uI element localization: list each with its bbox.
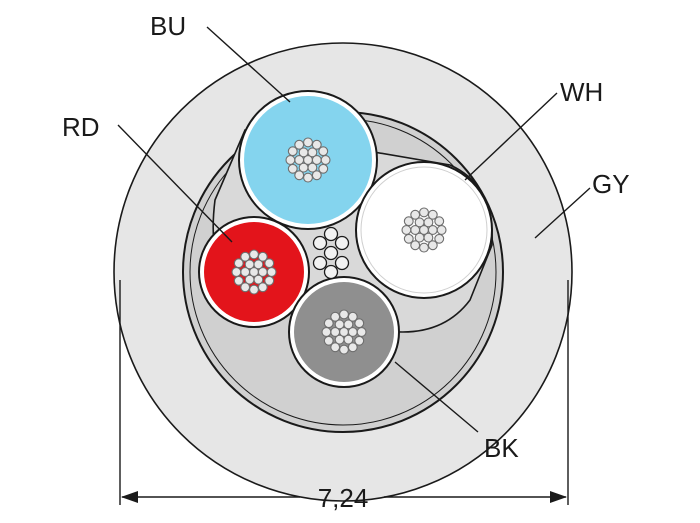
blue-core (238, 90, 378, 230)
drain-strand (323, 245, 339, 261)
conductor-strand (427, 240, 438, 251)
dimension-arrow-right (550, 491, 567, 503)
conductor-strand (287, 146, 298, 157)
conductor-strand (343, 319, 354, 330)
conductor-strand (285, 155, 296, 165)
conductor-strand (311, 170, 322, 181)
label-gy: GY (592, 169, 630, 199)
conductor-strand (240, 282, 251, 293)
dimension-arrow-left (121, 491, 138, 503)
leader-wh (464, 92, 558, 181)
conductor-strand (436, 225, 447, 235)
conductor-strand (233, 258, 244, 269)
conductor-strand (347, 342, 358, 353)
conductor-strand (334, 334, 345, 345)
label-wh: WH (560, 77, 603, 107)
conductor-strand (419, 242, 429, 253)
conductor-strand (233, 275, 244, 286)
conductor-strand (347, 311, 358, 322)
label-rd: RD (62, 112, 100, 142)
conductor-strand (303, 137, 313, 148)
conductor-strand (403, 233, 414, 244)
drain-strand (312, 235, 328, 251)
conductor-strand (318, 146, 329, 157)
leader-gy (534, 187, 591, 239)
conductor-strand (356, 327, 367, 337)
leader-rd (117, 124, 233, 243)
conductor-strand (257, 282, 268, 293)
conductor-strand (401, 225, 412, 235)
leader-bu (206, 26, 291, 103)
blue-core-strands (285, 137, 331, 183)
conductor-strand (419, 207, 429, 218)
red-core-strands (231, 249, 277, 295)
conductor-strand (410, 209, 421, 220)
conductor-strand (403, 216, 414, 227)
conductor-strand (323, 318, 334, 329)
conductor-strand (264, 275, 275, 286)
conductor-strand (410, 240, 421, 251)
dimension-value: 7,24 (318, 483, 369, 513)
conductor-strand (330, 311, 341, 322)
conductor-strand (339, 309, 349, 320)
conductor-strand (427, 209, 438, 220)
conductor-strand (434, 216, 445, 227)
drain-strand (334, 255, 350, 271)
label-bu: BU (150, 11, 186, 41)
conductor-strand (339, 344, 349, 355)
label-bk: BK (484, 433, 519, 463)
conductor-strand (240, 251, 251, 262)
conductor-strand (321, 327, 332, 337)
black-core (288, 276, 400, 388)
conductor-strand (311, 139, 322, 150)
conductor-strand (294, 139, 305, 150)
drain-strand (323, 226, 339, 242)
conductor-strand (320, 155, 331, 165)
conductor-strand (354, 318, 365, 329)
white-core-strands (401, 207, 447, 253)
red-core (198, 216, 310, 328)
drain-strand (323, 264, 339, 280)
conductor-strand (323, 335, 334, 346)
conductor-strand (253, 259, 264, 270)
conductor-strand (318, 163, 329, 174)
black-core-strands (321, 309, 367, 355)
conductor-strand (231, 267, 242, 277)
conductor-strand (303, 172, 313, 183)
conductor-strand (294, 170, 305, 181)
conductor-strand (249, 249, 259, 260)
drain-strand (312, 255, 328, 271)
conductor-strand (330, 342, 341, 353)
conductor-strand (287, 163, 298, 174)
conductor-strand (249, 284, 259, 295)
conductor-strand (434, 233, 445, 244)
conductor-strand (414, 232, 425, 243)
leader-bk (394, 361, 479, 433)
white-core (355, 161, 493, 299)
conductor-strand (257, 251, 268, 262)
conductor-strand (307, 147, 318, 158)
drain-strand (334, 235, 350, 251)
conductor-strand (354, 335, 365, 346)
conductor-strand (298, 162, 309, 173)
conductor-strand (244, 274, 255, 285)
conductor-strand (266, 267, 277, 277)
conductor-strand (264, 258, 275, 269)
drain-wire (312, 226, 350, 280)
conductor-strand (423, 217, 434, 228)
